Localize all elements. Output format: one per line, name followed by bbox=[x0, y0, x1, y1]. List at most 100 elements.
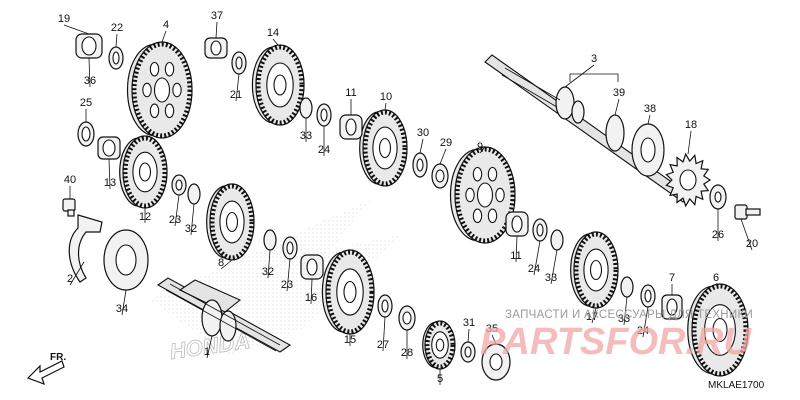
callout-number-11: 11 bbox=[345, 87, 356, 99]
leader-line-31 bbox=[467, 328, 470, 343]
circlip-part-33b bbox=[550, 229, 564, 251]
leader-line-34 bbox=[121, 289, 127, 316]
washer-part-23a bbox=[171, 174, 187, 196]
bearing-part-16 bbox=[300, 254, 324, 280]
leader-line-32 bbox=[190, 203, 195, 236]
callout-number-6: 6 bbox=[713, 272, 719, 284]
gear-group bbox=[119, 41, 749, 377]
callout-number-27: 27 bbox=[377, 339, 389, 351]
leader-line-35 bbox=[491, 334, 497, 345]
callout-number-35: 35 bbox=[486, 323, 498, 335]
leader-line-33 bbox=[623, 296, 628, 326]
washer-part-24c bbox=[640, 284, 656, 308]
bracket-part-3 bbox=[569, 73, 619, 82]
gear-part-9 bbox=[449, 146, 516, 244]
callout-number-28: 28 bbox=[401, 347, 413, 359]
bolt-part-40 bbox=[62, 198, 76, 217]
front-direction-arrow: FR. bbox=[26, 352, 66, 386]
washer-part-24b bbox=[532, 218, 548, 242]
leader-line-13 bbox=[108, 158, 111, 190]
callout-number-8: 8 bbox=[218, 257, 224, 269]
callout-number-9: 9 bbox=[477, 141, 483, 153]
callout-number-39: 39 bbox=[613, 87, 625, 99]
diagram-code: MKLAE1700 bbox=[708, 380, 765, 391]
callout-number-19: 19 bbox=[58, 13, 70, 25]
callout-number-1: 1 bbox=[204, 346, 210, 358]
circlip-part-39 bbox=[605, 114, 625, 152]
callout-number-29: 29 bbox=[440, 137, 452, 149]
leader-line-23 bbox=[286, 258, 291, 292]
leader-line-23 bbox=[174, 194, 180, 227]
callout-number-23: 23 bbox=[281, 279, 293, 291]
callout-number-23: 23 bbox=[169, 214, 181, 226]
leader-line-24 bbox=[533, 240, 541, 276]
washer-part-27 bbox=[377, 294, 393, 318]
callout-number-40: 40 bbox=[64, 174, 76, 186]
leader-line-16 bbox=[310, 278, 313, 305]
leader-line-2 bbox=[69, 261, 85, 286]
callout-number-5: 5 bbox=[437, 373, 443, 385]
callout-number-14: 14 bbox=[267, 27, 279, 39]
washer-part-25 bbox=[77, 121, 95, 147]
leader-line-10 bbox=[384, 102, 387, 111]
washer-part-29 bbox=[431, 163, 449, 189]
callout-number-21: 21 bbox=[230, 89, 242, 101]
washer-part-24a bbox=[316, 103, 332, 127]
leader-line-22 bbox=[115, 33, 118, 48]
bearing-part-34 bbox=[103, 229, 149, 291]
circlip-part-32a bbox=[187, 183, 201, 205]
washer-part-30 bbox=[412, 152, 428, 178]
bushing-part-7 bbox=[661, 294, 683, 320]
callout-number-38: 38 bbox=[644, 103, 656, 115]
callout-number-16: 16 bbox=[305, 292, 317, 304]
leader-line-21 bbox=[235, 73, 240, 102]
direction-label: FR. bbox=[50, 352, 66, 363]
leader-line-4 bbox=[161, 30, 167, 43]
callout-number-24: 24 bbox=[528, 263, 540, 275]
callout-number-3: 3 bbox=[591, 53, 597, 65]
gear-part-4 bbox=[126, 41, 193, 139]
callout-number-33: 33 bbox=[618, 313, 630, 325]
callout-number-32: 32 bbox=[185, 223, 197, 235]
washer-part-23b bbox=[282, 236, 298, 260]
leader-line-33 bbox=[550, 249, 558, 285]
callout-number-33: 33 bbox=[300, 130, 312, 142]
callout-number-7: 7 bbox=[669, 272, 675, 284]
washer-part-21 bbox=[231, 51, 247, 75]
washer-part-22 bbox=[108, 46, 124, 70]
circlip-part-33c bbox=[620, 276, 634, 298]
bearing-part-35 bbox=[481, 343, 511, 381]
callout-number-10: 10 bbox=[380, 91, 392, 103]
leader-line-1 bbox=[206, 335, 213, 359]
leader-line-17 bbox=[591, 307, 597, 324]
callout-number-25: 25 bbox=[80, 97, 92, 109]
gear-part-5 bbox=[422, 320, 456, 370]
watermark-caption: ЗАПЧАСТИ И АКСЕССУАРЫ ДЛЯ ТЕХНИКИ bbox=[505, 309, 753, 321]
leader-line-14 bbox=[272, 38, 279, 46]
callout-number-20: 20 bbox=[746, 238, 758, 250]
leader-line-19 bbox=[63, 24, 90, 35]
gear-part-15 bbox=[321, 249, 375, 335]
circlip-part-33a bbox=[299, 97, 313, 119]
gear-part-14 bbox=[251, 44, 305, 126]
callout-number-24: 24 bbox=[637, 325, 649, 337]
leader-line-18 bbox=[687, 130, 692, 155]
leader-line-20 bbox=[740, 218, 753, 251]
gear-part-6 bbox=[687, 283, 749, 377]
callout-number-2: 2 bbox=[67, 273, 73, 285]
callout-number-33: 33 bbox=[545, 272, 557, 284]
callout-number-12: 12 bbox=[139, 211, 151, 223]
bushing-part-13 bbox=[97, 136, 121, 160]
callout-leader-lines bbox=[63, 21, 753, 385]
needle-bearing-part-36 bbox=[75, 33, 103, 59]
bolt-part-20 bbox=[734, 204, 761, 220]
callout-number-26: 26 bbox=[712, 229, 724, 241]
mainshaft-part-1 bbox=[156, 277, 292, 353]
leader-line-38 bbox=[647, 114, 651, 125]
washer-part-28 bbox=[398, 305, 416, 331]
leader-line-36 bbox=[88, 57, 91, 88]
callout-number-30: 30 bbox=[417, 127, 429, 139]
gear-part-17 bbox=[570, 231, 619, 309]
